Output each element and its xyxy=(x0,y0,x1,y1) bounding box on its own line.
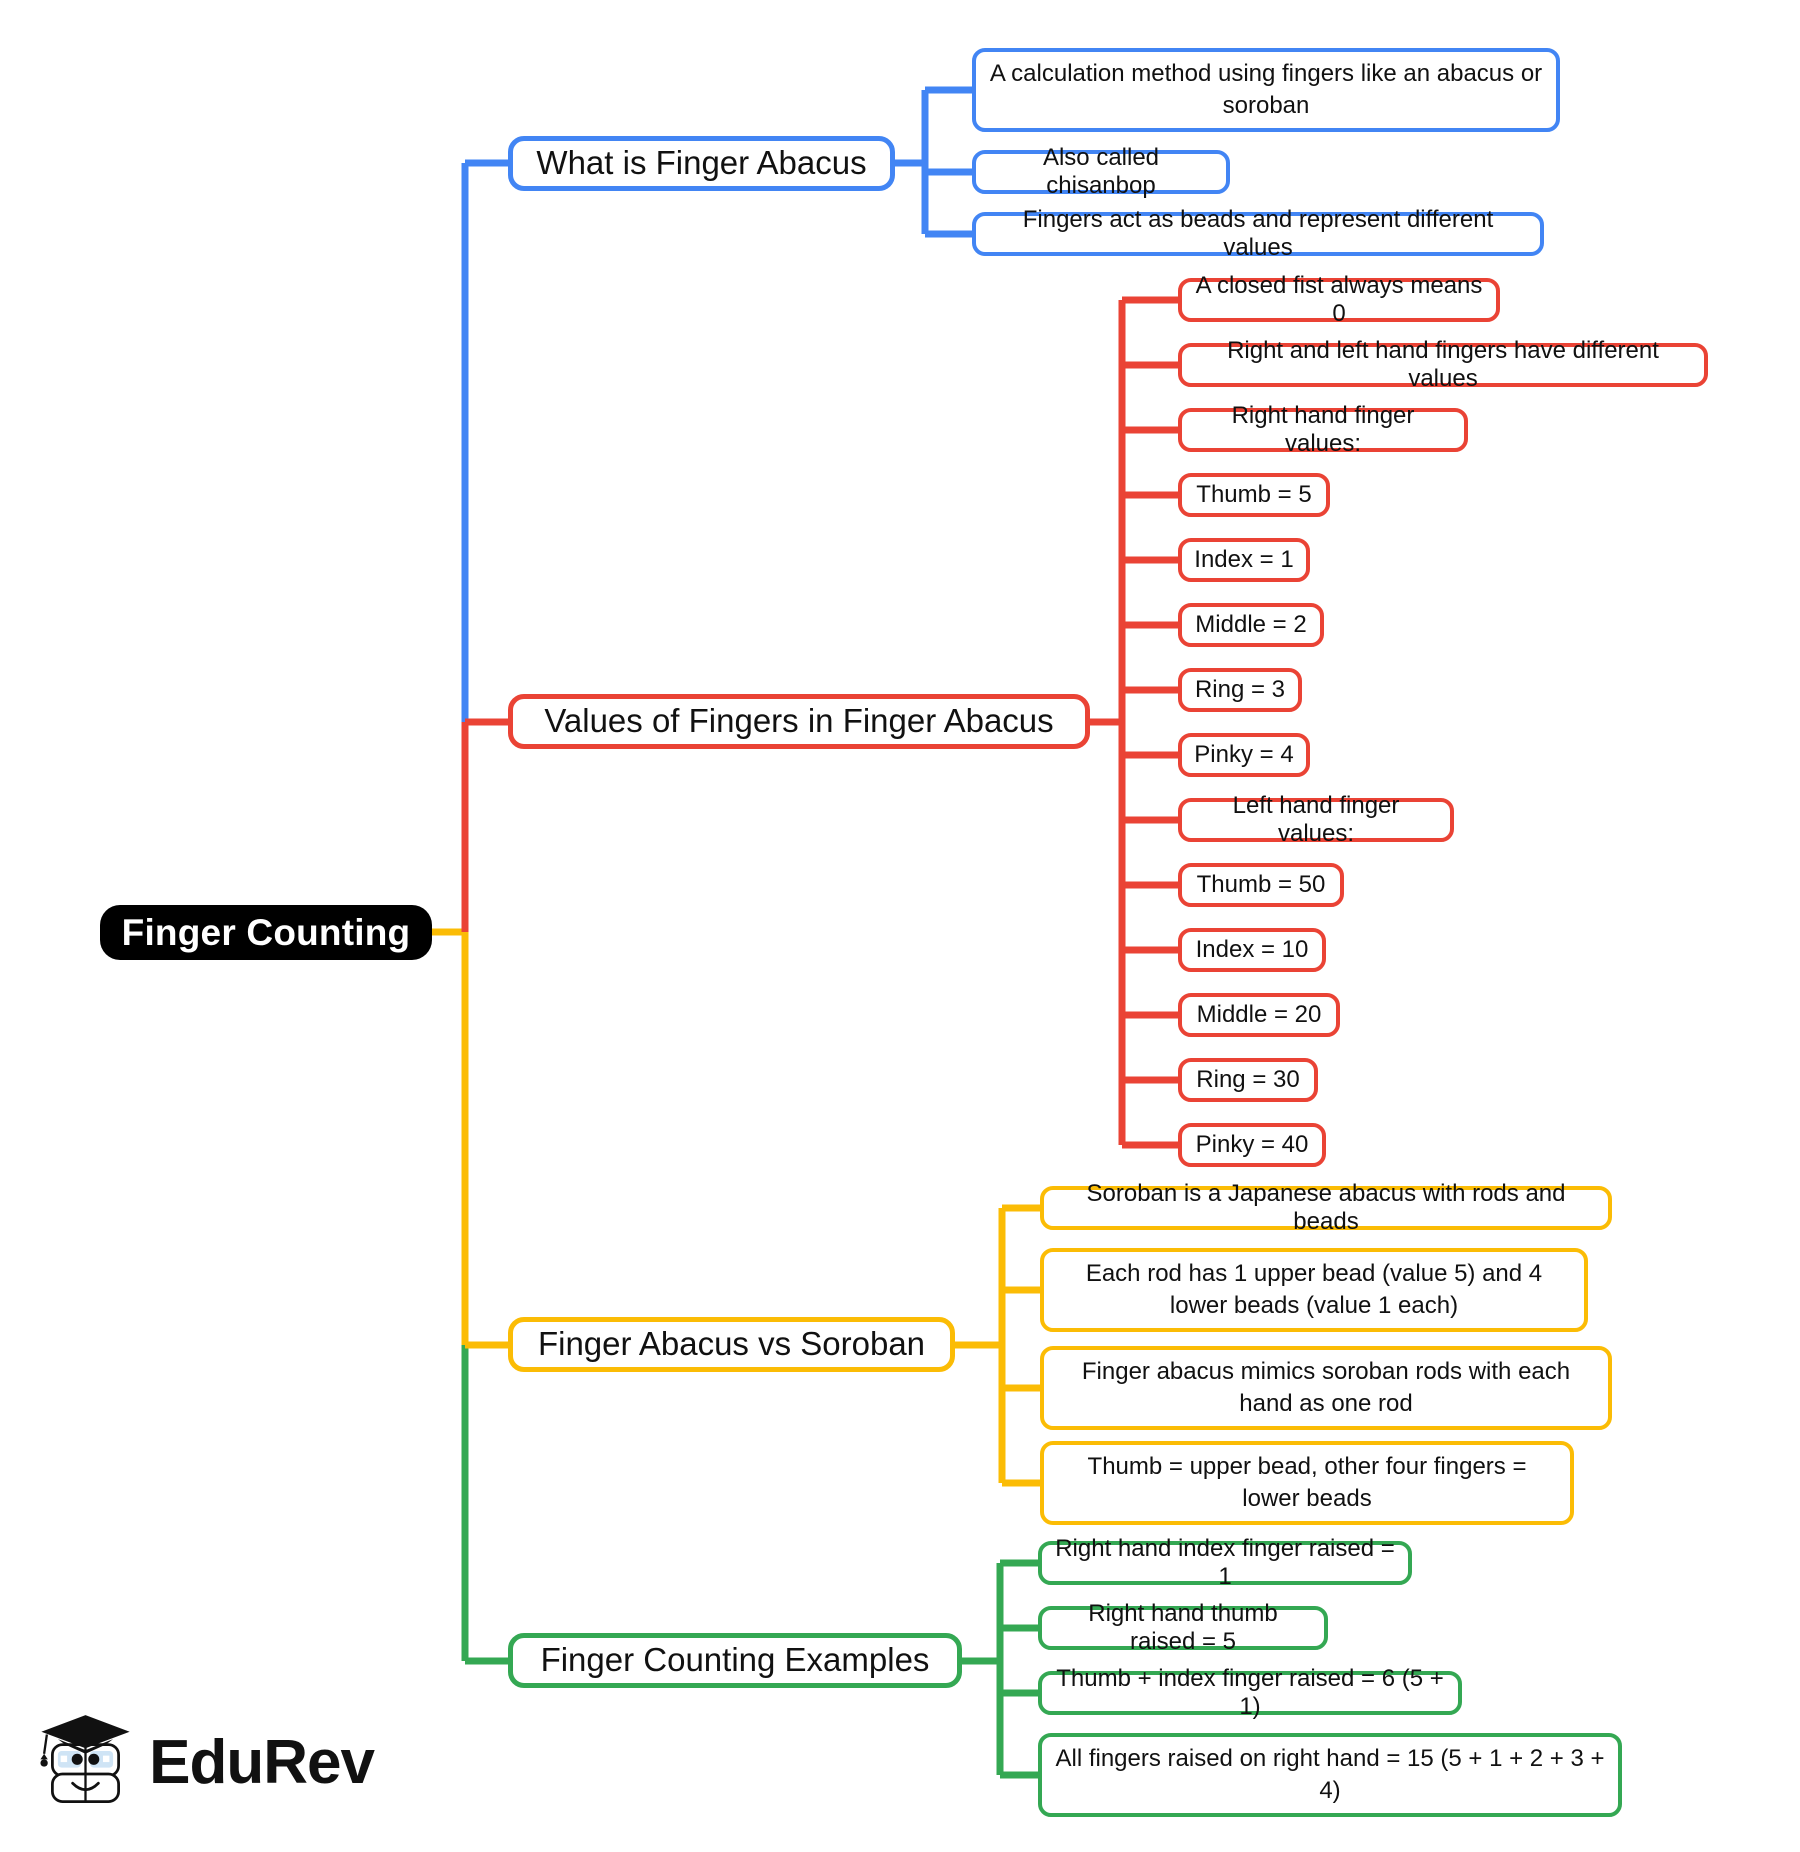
leaf-node-label: Also called chisanbop xyxy=(1042,143,1160,199)
leaf-node-label: Right and left hand fingers have differe… xyxy=(1227,336,1659,392)
leaf-node-label: Middle = 2 xyxy=(1195,610,1307,638)
branch-node-label: Finger Counting Examples xyxy=(540,1641,930,1679)
edurev-logo: EduRev xyxy=(34,1700,375,1825)
leaf-node-label: Finger abacus mimics soroban rods with e… xyxy=(1081,1357,1571,1417)
leaf-node-red-3[interactable]: Right hand finger values: xyxy=(1178,402,1468,457)
leaf-node-label: Ring = 30 xyxy=(1196,1065,1300,1093)
leaf-node-label: Fingers act as beads and represent diffe… xyxy=(1022,205,1494,261)
leaf-node-label: Soroban is a Japanese abacus with rods a… xyxy=(1086,1179,1566,1235)
leaf-node-green-2[interactable]: Right hand thumb raised = 5 xyxy=(1038,1600,1328,1655)
leaf-node-red-11[interactable]: Index = 10 xyxy=(1178,928,1326,972)
leaf-node-label: Left hand finger values: xyxy=(1232,791,1400,847)
leaf-node-red-4[interactable]: Thumb = 5 xyxy=(1178,473,1330,517)
leaf-node-red-14[interactable]: Pinky = 40 xyxy=(1178,1123,1326,1167)
leaf-node-label: Thumb + index finger raised = 6 (5 + 1) xyxy=(1056,1664,1444,1720)
leaf-node-blue-2[interactable]: Also called chisanbop xyxy=(972,144,1230,199)
root-node-label: Finger Counting xyxy=(121,911,411,953)
leaf-node-blue-3[interactable]: Fingers act as beads and represent diffe… xyxy=(972,206,1544,261)
branch-node-label: Values of Fingers in Finger Abacus xyxy=(544,702,1054,740)
leaf-node-label: Pinky = 40 xyxy=(1195,1130,1309,1158)
leaf-node-label: Right hand thumb raised = 5 xyxy=(1088,1599,1278,1655)
leaf-node-blue-1[interactable]: A calculation method using fingers like … xyxy=(972,48,1560,132)
branch-node-label: Finger Abacus vs Soroban xyxy=(537,1325,926,1363)
edurev-wordmark: EduRev xyxy=(149,1727,375,1797)
branch-node-finger-abacus-vs-soroban[interactable]: Finger Abacus vs Soroban xyxy=(508,1317,955,1372)
leaf-node-label: Thumb = upper bead, other four fingers =… xyxy=(1087,1452,1527,1512)
leaf-node-yellow-4[interactable]: Thumb = upper bead, other four fingers =… xyxy=(1040,1441,1574,1525)
leaf-node-red-13[interactable]: Ring = 30 xyxy=(1178,1058,1318,1102)
leaf-node-label: Thumb = 5 xyxy=(1196,480,1312,508)
root-node-finger-counting[interactable]: Finger Counting xyxy=(100,905,432,960)
leaf-node-green-4[interactable]: All fingers raised on right hand = 15 (5… xyxy=(1038,1733,1622,1817)
leaf-node-red-12[interactable]: Middle = 20 xyxy=(1178,993,1340,1037)
leaf-node-red-5[interactable]: Index = 1 xyxy=(1178,538,1310,582)
leaf-node-green-1[interactable]: Right hand index finger raised = 1 xyxy=(1038,1535,1412,1590)
leaf-node-red-9[interactable]: Left hand finger values: xyxy=(1178,792,1454,847)
leaf-node-yellow-3[interactable]: Finger abacus mimics soroban rods with e… xyxy=(1040,1346,1612,1430)
leaf-node-green-3[interactable]: Thumb + index finger raised = 6 (5 + 1) xyxy=(1038,1665,1462,1720)
leaf-node-red-10[interactable]: Thumb = 50 xyxy=(1178,863,1344,907)
leaf-node-label: Each rod has 1 upper bead (value 5) and … xyxy=(1085,1259,1543,1319)
leaf-node-red-6[interactable]: Middle = 2 xyxy=(1178,603,1324,647)
branch-node-finger-counting-examples[interactable]: Finger Counting Examples xyxy=(508,1633,962,1688)
leaf-node-label: Ring = 3 xyxy=(1194,675,1286,703)
leaf-node-label: Middle = 20 xyxy=(1196,1000,1322,1028)
leaf-node-label: Index = 10 xyxy=(1195,935,1309,963)
leaf-node-yellow-2[interactable]: Each rod has 1 upper bead (value 5) and … xyxy=(1040,1248,1588,1332)
leaf-node-label: All fingers raised on right hand = 15 (5… xyxy=(1055,1744,1605,1804)
leaf-node-red-7[interactable]: Ring = 3 xyxy=(1178,668,1302,712)
leaf-node-red-8[interactable]: Pinky = 4 xyxy=(1178,733,1310,777)
leaf-node-red-1[interactable]: A closed fist always means 0 xyxy=(1178,272,1500,327)
leaf-node-label: Right hand index finger raised = 1 xyxy=(1055,1534,1395,1590)
leaf-node-label: Thumb = 50 xyxy=(1196,870,1326,898)
branch-node-values-of-fingers[interactable]: Values of Fingers in Finger Abacus xyxy=(508,694,1090,749)
leaf-node-label: A closed fist always means 0 xyxy=(1195,271,1483,327)
leaf-node-red-2[interactable]: Right and left hand fingers have differe… xyxy=(1178,337,1708,392)
leaf-node-label: Index = 1 xyxy=(1194,545,1294,573)
branch-node-what-is-finger-abacus[interactable]: What is Finger Abacus xyxy=(508,136,895,191)
branch-node-label: What is Finger Abacus xyxy=(536,144,867,182)
leaf-node-label: Right hand finger values: xyxy=(1231,401,1415,457)
graduation-cap-book-mascot-icon xyxy=(40,1714,130,1803)
leaf-node-yellow-1[interactable]: Soroban is a Japanese abacus with rods a… xyxy=(1040,1180,1612,1235)
leaf-node-label: A calculation method using fingers like … xyxy=(989,59,1543,119)
leaf-node-label: Pinky = 4 xyxy=(1194,740,1294,768)
